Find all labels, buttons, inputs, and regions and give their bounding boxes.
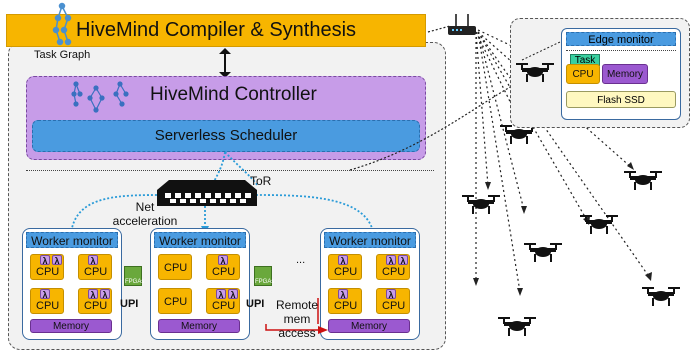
upi-label: UPI bbox=[120, 298, 139, 310]
drone-icon bbox=[516, 63, 554, 82]
fpga-chip: FPGAs bbox=[124, 266, 145, 286]
cpu-label: CPU bbox=[212, 266, 236, 278]
lambda-icon: λ bbox=[100, 289, 110, 300]
fpga-chip: FPGAs bbox=[254, 266, 275, 286]
upi-label: UPI bbox=[246, 298, 265, 310]
cpu-label: CPU bbox=[36, 266, 60, 278]
router-icon bbox=[448, 14, 476, 35]
memory-bar: Memory bbox=[328, 319, 410, 333]
lambda-icon: λ bbox=[216, 289, 226, 300]
cpu-label: CPU bbox=[382, 300, 406, 312]
divider-line bbox=[26, 170, 434, 171]
scheduler-title: Serverless Scheduler bbox=[154, 127, 298, 144]
lambda-icon: λ bbox=[338, 289, 348, 300]
drone-icon bbox=[624, 171, 662, 190]
cpu-label: CPU bbox=[212, 300, 236, 312]
lambda-icon: λ bbox=[52, 255, 62, 266]
cpu-label: CPU bbox=[334, 266, 358, 278]
lambda-icon: λ bbox=[338, 255, 348, 266]
cpu bbox=[158, 288, 192, 314]
cpu bbox=[30, 288, 64, 314]
memory-bar: Memory bbox=[30, 319, 112, 333]
lambda-icon: λ bbox=[40, 255, 50, 266]
lambda-icon: λ bbox=[386, 289, 396, 300]
drone-icon bbox=[498, 317, 536, 336]
task-graph-icon bbox=[52, 2, 72, 46]
fpga-label: FPGAs bbox=[125, 279, 145, 285]
compiler-controller-arrow bbox=[219, 48, 231, 78]
fpga-label: FPGAs bbox=[255, 279, 275, 285]
worker-monitor: Worker monitor bbox=[324, 232, 416, 248]
cpu bbox=[206, 254, 240, 280]
lambda-icon: λ bbox=[88, 289, 98, 300]
lambda-icon: λ bbox=[218, 255, 228, 266]
cpu-label: CPU bbox=[84, 266, 108, 278]
cpu-label: CPU bbox=[382, 266, 406, 278]
cpu bbox=[78, 254, 112, 280]
lambda-icon: λ bbox=[88, 255, 98, 266]
cpu bbox=[328, 254, 362, 280]
lambda-icon: λ bbox=[398, 255, 408, 266]
compiler-title: HiveMind Compiler & Synthesis bbox=[75, 19, 357, 41]
cpu-label: CPU bbox=[334, 300, 358, 312]
edge-divider bbox=[566, 50, 676, 51]
remote-access-arrow bbox=[265, 298, 328, 334]
task-graph-label: Task Graph bbox=[34, 49, 91, 61]
compiler-box bbox=[6, 14, 426, 47]
controller-title: HiveMind Controller bbox=[150, 84, 317, 105]
lambda-icon: λ bbox=[386, 255, 396, 266]
drone-icon bbox=[462, 195, 500, 214]
cpu-label: CPU bbox=[164, 262, 188, 274]
edge-memory: Memory bbox=[602, 64, 648, 84]
flash-ssd: Flash SSD bbox=[566, 91, 676, 108]
scheduler-box bbox=[32, 120, 420, 152]
cpu-label: CPU bbox=[84, 300, 108, 312]
ellipsis-label: ... bbox=[296, 254, 306, 266]
worker-monitor: Worker monitor bbox=[154, 232, 246, 248]
drone-icon bbox=[580, 215, 618, 234]
drone-icon bbox=[524, 243, 562, 262]
drone-icon bbox=[642, 287, 680, 306]
edge-monitor: Edge monitor bbox=[566, 32, 676, 46]
task-graph-icons bbox=[71, 81, 129, 113]
worker-monitor: Worker monitor bbox=[26, 232, 118, 248]
cpu-label: CPU bbox=[164, 296, 188, 308]
tor-switch-icon bbox=[157, 180, 257, 206]
lambda-icon: λ bbox=[40, 289, 50, 300]
cpu bbox=[158, 254, 192, 280]
lambda-icon: λ bbox=[228, 289, 238, 300]
edge-cpu: CPU bbox=[566, 64, 600, 84]
cpu-label: CPU bbox=[36, 300, 60, 312]
remote-mem-access-label: Remote mem access bbox=[275, 298, 319, 340]
tor-label: ToR bbox=[250, 174, 272, 188]
net-acceleration-label: Net acceleration bbox=[112, 200, 178, 228]
edge-link bbox=[521, 41, 561, 61]
memory-bar: Memory bbox=[158, 319, 240, 333]
